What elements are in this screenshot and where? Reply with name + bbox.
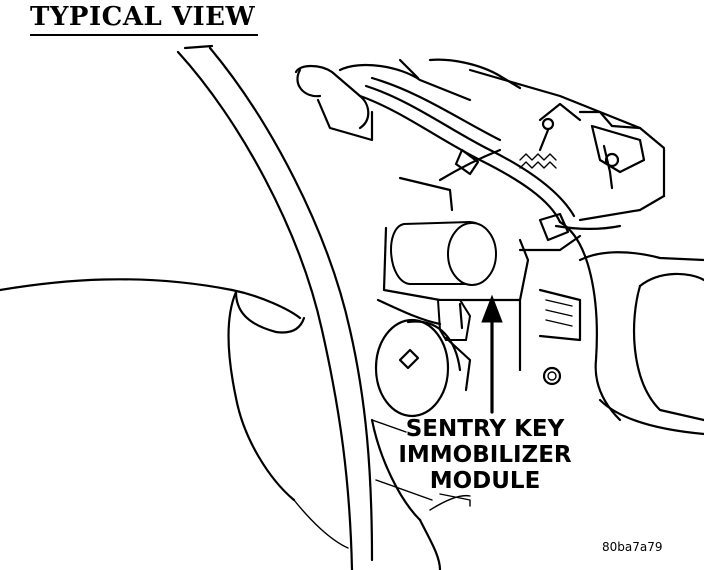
figure-code: 80ba7a79: [602, 540, 663, 554]
title-underline: [30, 34, 258, 36]
arrow-up-icon: [371, 294, 503, 507]
steering-wheel-rim-icon: [0, 44, 374, 570]
callout-label-line-3: MODULE: [429, 468, 541, 494]
wire-harness-icon: [358, 76, 622, 242]
column-shroud: [294, 58, 666, 222]
page-title: TYPICAL VIEW: [30, 2, 256, 32]
callout-label-line-1: SENTRY KEY: [405, 416, 565, 442]
immobilizer-module-icon: [382, 176, 582, 341]
column-bracket: [518, 220, 704, 436]
lower-shroud: [370, 298, 471, 570]
ignition-key-cylinder-icon: [374, 318, 472, 418]
callout-label-line-2: IMMOBILIZER: [398, 442, 572, 468]
